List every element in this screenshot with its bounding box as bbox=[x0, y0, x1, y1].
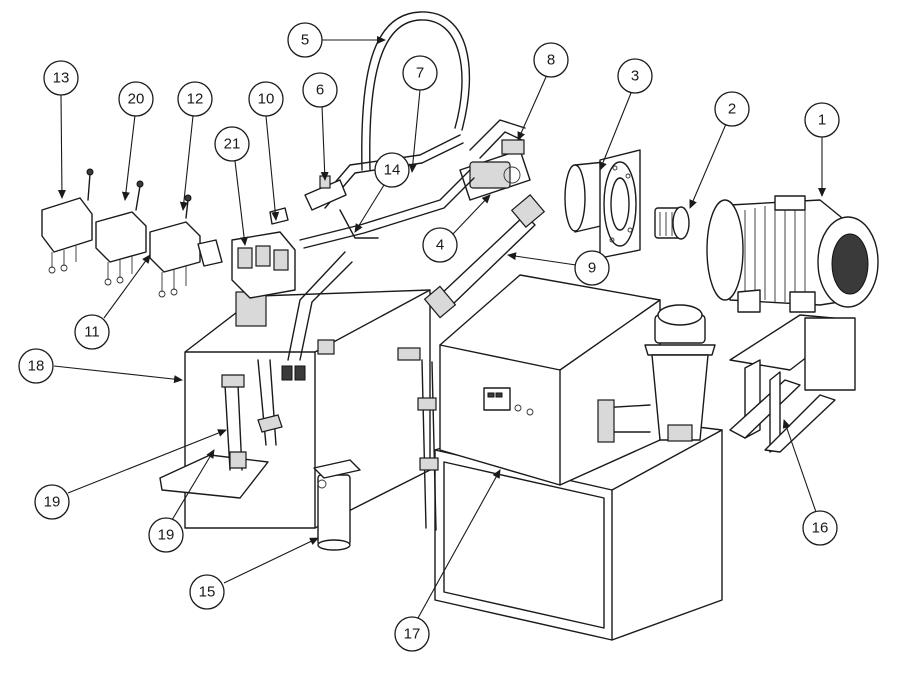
callout-10: 10 bbox=[249, 82, 283, 116]
callout-6: 6 bbox=[303, 73, 337, 107]
svg-text:3: 3 bbox=[631, 68, 639, 85]
electric-motor bbox=[707, 196, 878, 312]
callout-20: 20 bbox=[119, 82, 153, 116]
pump-assembly bbox=[460, 120, 530, 200]
svg-text:17: 17 bbox=[404, 626, 421, 643]
svg-text:8: 8 bbox=[547, 52, 555, 69]
callout-1: 1 bbox=[805, 103, 839, 137]
hoses bbox=[300, 12, 474, 248]
callout-5: 5 bbox=[288, 23, 322, 57]
callout-16: 16 bbox=[803, 511, 837, 545]
svg-text:16: 16 bbox=[812, 520, 829, 537]
svg-text:19: 19 bbox=[158, 527, 175, 544]
callout-8: 8 bbox=[534, 43, 568, 77]
callout-11: 11 bbox=[75, 315, 109, 349]
callout-13: 13 bbox=[44, 61, 78, 95]
svg-text:2: 2 bbox=[728, 101, 736, 118]
callout-4: 4 bbox=[423, 228, 457, 262]
i-beam-base bbox=[730, 315, 855, 452]
svg-text:7: 7 bbox=[416, 65, 424, 82]
callout-19-lower: 19 bbox=[149, 518, 183, 552]
callout-19-upper: 19 bbox=[35, 485, 69, 519]
callout-12: 12 bbox=[178, 82, 212, 116]
callout-14: 14 bbox=[375, 153, 409, 187]
bell-housing bbox=[565, 150, 640, 258]
svg-text:6: 6 bbox=[316, 82, 324, 99]
svg-text:19: 19 bbox=[44, 494, 61, 511]
callout-15: 15 bbox=[190, 575, 224, 609]
svg-text:9: 9 bbox=[588, 260, 596, 277]
callout-9: 9 bbox=[575, 251, 609, 285]
svg-text:10: 10 bbox=[258, 91, 275, 108]
svg-text:18: 18 bbox=[28, 358, 45, 375]
svg-text:20: 20 bbox=[128, 91, 145, 108]
power-unit bbox=[398, 275, 722, 640]
valve-manifold bbox=[232, 176, 346, 298]
coupling bbox=[655, 207, 689, 239]
callout-18: 18 bbox=[19, 349, 53, 383]
svg-text:11: 11 bbox=[84, 324, 100, 341]
svg-text:21: 21 bbox=[224, 136, 241, 153]
callout-21: 21 bbox=[215, 127, 249, 161]
callout-17: 17 bbox=[395, 617, 429, 651]
directional-valves bbox=[42, 169, 222, 297]
svg-text:12: 12 bbox=[187, 91, 204, 108]
svg-text:4: 4 bbox=[436, 237, 444, 254]
svg-text:13: 13 bbox=[53, 70, 70, 87]
svg-text:1: 1 bbox=[818, 112, 826, 129]
svg-text:5: 5 bbox=[301, 32, 309, 49]
callout-3: 3 bbox=[618, 59, 652, 93]
callout-7: 7 bbox=[403, 56, 437, 90]
svg-text:15: 15 bbox=[199, 584, 216, 601]
svg-text:14: 14 bbox=[384, 162, 401, 179]
reservoir-tank bbox=[160, 252, 430, 528]
callout-2: 2 bbox=[715, 92, 749, 126]
